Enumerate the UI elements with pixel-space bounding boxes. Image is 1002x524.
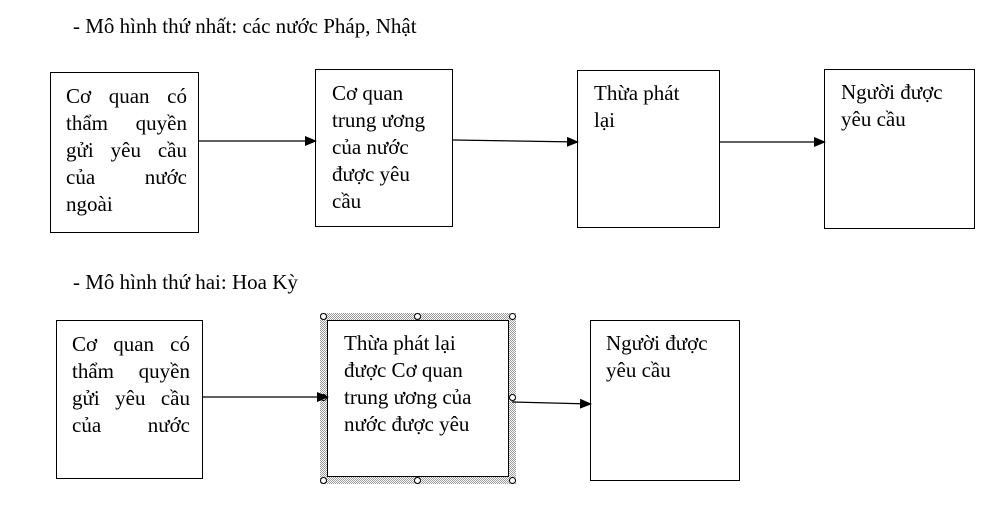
box-line: nước được yêu <box>344 412 470 436</box>
resize-handle-se[interactable] <box>509 477 516 484</box>
box-line: cầu <box>332 189 362 213</box>
box-line: yêu cầu <box>841 107 906 131</box>
resize-handle-s[interactable] <box>414 477 421 484</box>
model1-box-requested-person[interactable]: Người được yêu cầu <box>824 69 975 229</box>
resize-handle-sw[interactable] <box>320 477 327 484</box>
box-line: Thừa phát <box>594 81 680 105</box>
arrow-m1-2-to-3 <box>452 136 579 147</box>
box-line: trung ương của <box>344 385 472 409</box>
model1-heading: - Mô hình thứ nhất: các nước Pháp, Nhật <box>73 14 417 38</box>
model2-box-requesting-authority[interactable]: Cơ quan có thẩm quyền gửi yêu cầu của nư… <box>56 320 203 479</box>
box-line: của nước <box>66 165 187 189</box>
box-line: Cơ quan <box>332 81 404 105</box>
resize-handle-n[interactable] <box>414 313 421 320</box>
box-line: ngoài <box>66 192 113 216</box>
box-line: được yêu <box>332 162 410 186</box>
box-line: được Cơ quan <box>344 358 463 382</box>
box-line: gửi yêu cầu <box>66 138 187 162</box>
box-line: yêu cầu <box>606 358 671 382</box>
model1-box-requesting-authority[interactable]: Cơ quan có thẩm quyền gửi yêu cầu của nư… <box>50 72 199 233</box>
model1-box-bailiff[interactable]: Thừa phát lại <box>577 70 720 228</box>
model1-box-central-authority[interactable]: Cơ quan trung ương của nước được yêu cầu <box>315 69 453 227</box>
resize-handle-e[interactable] <box>509 394 516 401</box>
arrow-m2-2-to-3 <box>511 398 592 409</box>
box-line: trung ương <box>332 108 426 132</box>
box-line: của nước <box>332 135 409 159</box>
box-line: Cơ quan có <box>72 332 190 356</box>
box-line: gửi yêu cầu <box>72 386 190 410</box>
box-line: Người được <box>606 331 708 355</box>
model2-heading: - Mô hình thứ hai: Hoa Kỳ <box>73 270 298 294</box>
resize-handle-ne[interactable] <box>509 313 516 320</box>
box-line: Thừa phát lại <box>344 331 456 355</box>
box-line: Người được <box>841 80 943 104</box>
box-line: thẩm quyền <box>72 359 190 383</box>
box-line: thẩm quyền <box>66 111 187 135</box>
resize-handle-nw[interactable] <box>320 313 327 320</box>
box-line: lại <box>594 108 615 132</box>
box-line: Cơ quan có <box>66 84 187 108</box>
box-line: của nước <box>72 413 190 437</box>
model2-box-requested-person[interactable]: Người được yêu cầu <box>590 320 740 481</box>
